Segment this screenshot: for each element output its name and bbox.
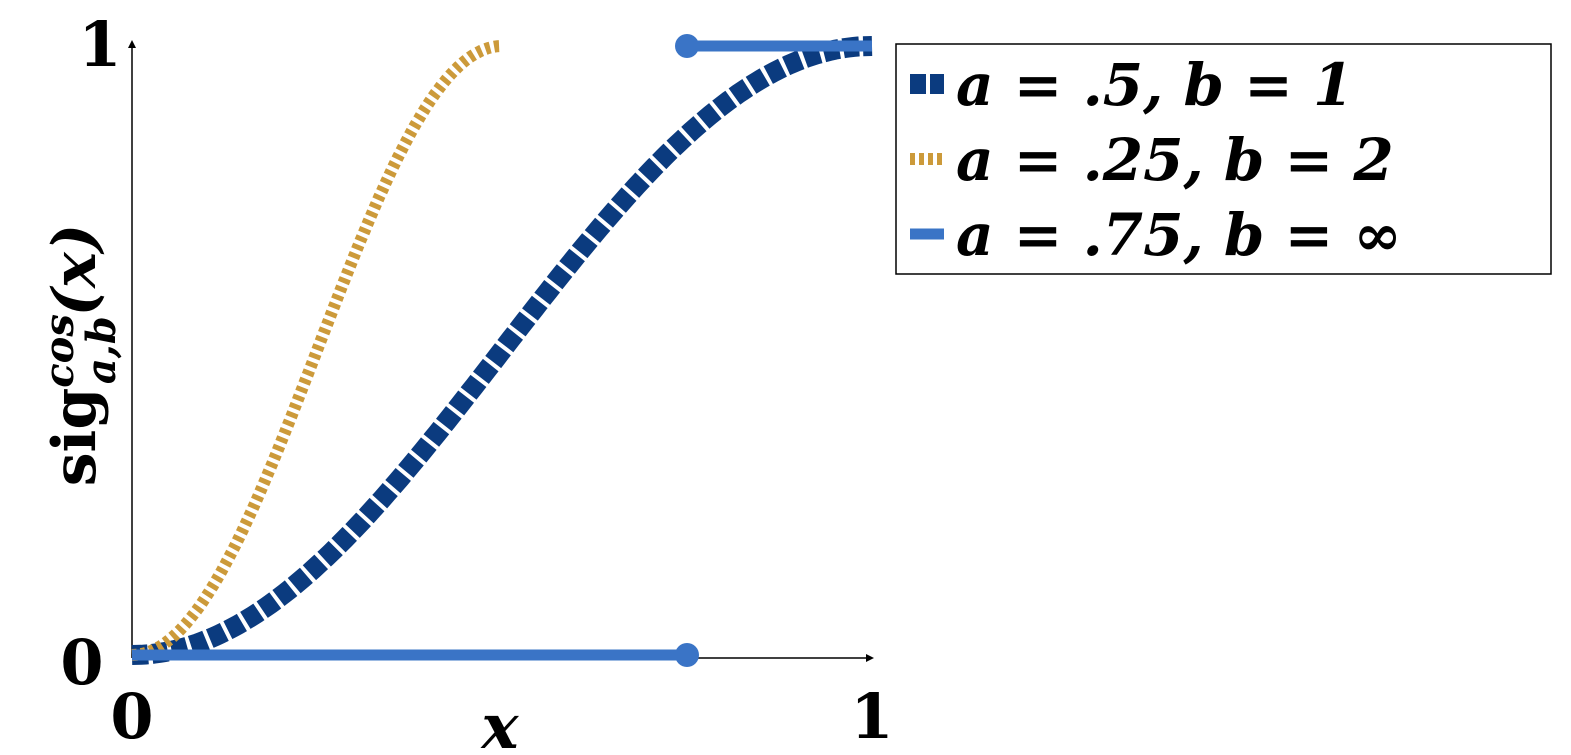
x-axis-label: x: [480, 690, 520, 755]
step-point-high: [675, 34, 699, 58]
y-axis-label-sub: a,b: [78, 316, 125, 384]
legend-label-a025-b2: a = .25, b = 2: [956, 126, 1394, 194]
x-axis-arrow: [866, 654, 874, 662]
y-tick-label-1: 1: [78, 8, 121, 81]
y-axis-label-sup: cos: [36, 314, 83, 388]
legend-box: [895, 43, 1552, 275]
y-tick-label-0: 0: [60, 626, 103, 699]
legend-label-a075-binf: a = .75, b = ∞: [956, 201, 1402, 269]
step-point-low: [675, 643, 699, 667]
series-line-a025-b2: [131, 40, 503, 661]
x-tick-label-0: 0: [110, 680, 153, 753]
series-layer: [131, 34, 873, 667]
legend: a = .5, b = 1 a = .25, b = 2 a = .75, b …: [895, 43, 1552, 275]
y-axis-arrow: [128, 40, 136, 48]
y-axis-label: sigcosa,b(x): [36, 224, 125, 486]
y-axis-label-base: sig: [40, 388, 110, 487]
y-axis-label-arg: (x): [40, 224, 110, 317]
legend-label-a05-b1: a = .5, b = 1: [956, 51, 1353, 119]
x-tick-label-1: 1: [850, 680, 893, 753]
series-line-a05-b1: [131, 36, 873, 665]
